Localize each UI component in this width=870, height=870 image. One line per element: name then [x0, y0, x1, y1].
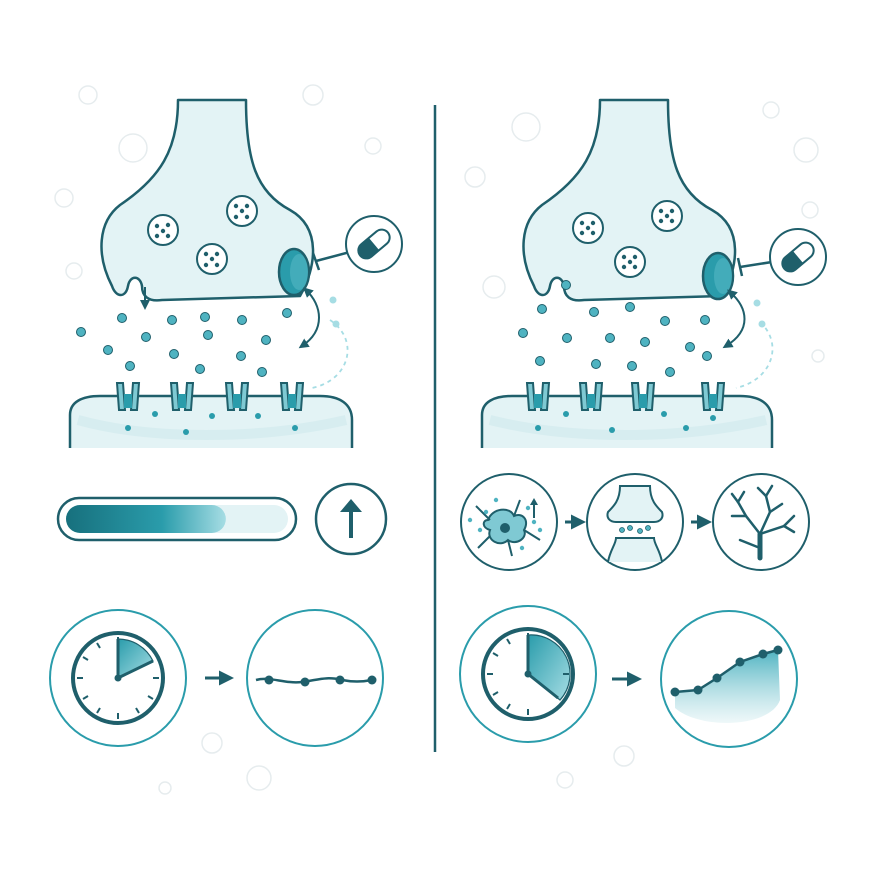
postsynaptic-membrane: [68, 394, 354, 448]
reuptake-arrow: [722, 289, 746, 349]
right-panel: [459, 98, 827, 748]
level-bar: [56, 496, 298, 542]
rising-curve-icon: [670, 645, 783, 723]
flat-line-icon: [255, 675, 377, 687]
receptor: [169, 382, 195, 411]
synaptic-vesicles: [147, 195, 258, 275]
level-bar-fill: [66, 505, 226, 533]
postsynaptic-membrane: [480, 394, 774, 448]
neurotransmitter-molecules: [76, 308, 292, 377]
up-arrow-icon: [340, 499, 362, 538]
vesicle: [147, 214, 179, 246]
dendrite-tree-icon: [730, 484, 796, 561]
membrane-inner-band: [76, 415, 348, 440]
recycled-molecule: [758, 320, 766, 328]
receptor: [630, 382, 656, 411]
presynaptic-terminal: [522, 98, 737, 302]
capsule-icon: [357, 228, 391, 260]
receptor: [700, 382, 726, 411]
drug-badge: [769, 228, 827, 286]
background-bubbles: [54, 84, 825, 795]
vesicle: [226, 195, 258, 227]
vesicle: [196, 243, 228, 275]
postsynaptic-receptors: [525, 382, 726, 411]
neurotransmitter-molecules: [518, 280, 712, 377]
reuptake-transporter: [701, 251, 735, 301]
rising-curve-badge: [660, 610, 798, 748]
inhibition-bar: [311, 252, 321, 271]
flat-timeline-badge: [246, 609, 384, 747]
membrane-inner-band: [488, 415, 768, 440]
neuron-badge: [460, 473, 558, 571]
recycle-dashed-path: [735, 321, 774, 389]
receptor: [224, 382, 250, 411]
synapse-badge: [586, 473, 684, 571]
clock-badge-left: [49, 609, 187, 747]
receptor: [578, 382, 604, 411]
reuptake-transporter: [277, 247, 311, 297]
vesicle: [614, 246, 646, 278]
inhibition-bar: [736, 257, 744, 277]
increase-badge: [314, 482, 388, 556]
clock-icon: [481, 627, 575, 721]
drug-badge: [345, 215, 403, 273]
recycled-molecule: [332, 320, 340, 328]
vesicle: [651, 200, 683, 232]
left-panel: [49, 98, 403, 747]
presynaptic-terminal: [100, 98, 315, 302]
inhibition-line: [315, 250, 351, 263]
receptor: [279, 382, 305, 411]
vesicle: [572, 212, 604, 244]
clock-badge-right: [459, 605, 597, 743]
postsynaptic-particles: [125, 411, 298, 435]
postsynaptic-receptors: [115, 382, 305, 411]
receptor: [525, 382, 551, 411]
postsynaptic-particles: [535, 411, 716, 433]
capsule-icon: [781, 241, 815, 273]
reuptake-arrow: [298, 287, 320, 349]
inhibition-line: [739, 260, 773, 269]
recycled-molecule: [329, 296, 337, 304]
receptor: [115, 382, 141, 411]
synaptic-vesicles: [572, 200, 683, 278]
clock-icon: [71, 631, 165, 725]
dendrite-badge: [712, 473, 810, 571]
synapse-icon: [606, 485, 664, 563]
recycled-molecule: [753, 299, 761, 307]
neuron-icon: [467, 497, 543, 557]
recycle-dashed-path: [311, 319, 349, 389]
elapsed-time-wedge: [527, 634, 571, 701]
